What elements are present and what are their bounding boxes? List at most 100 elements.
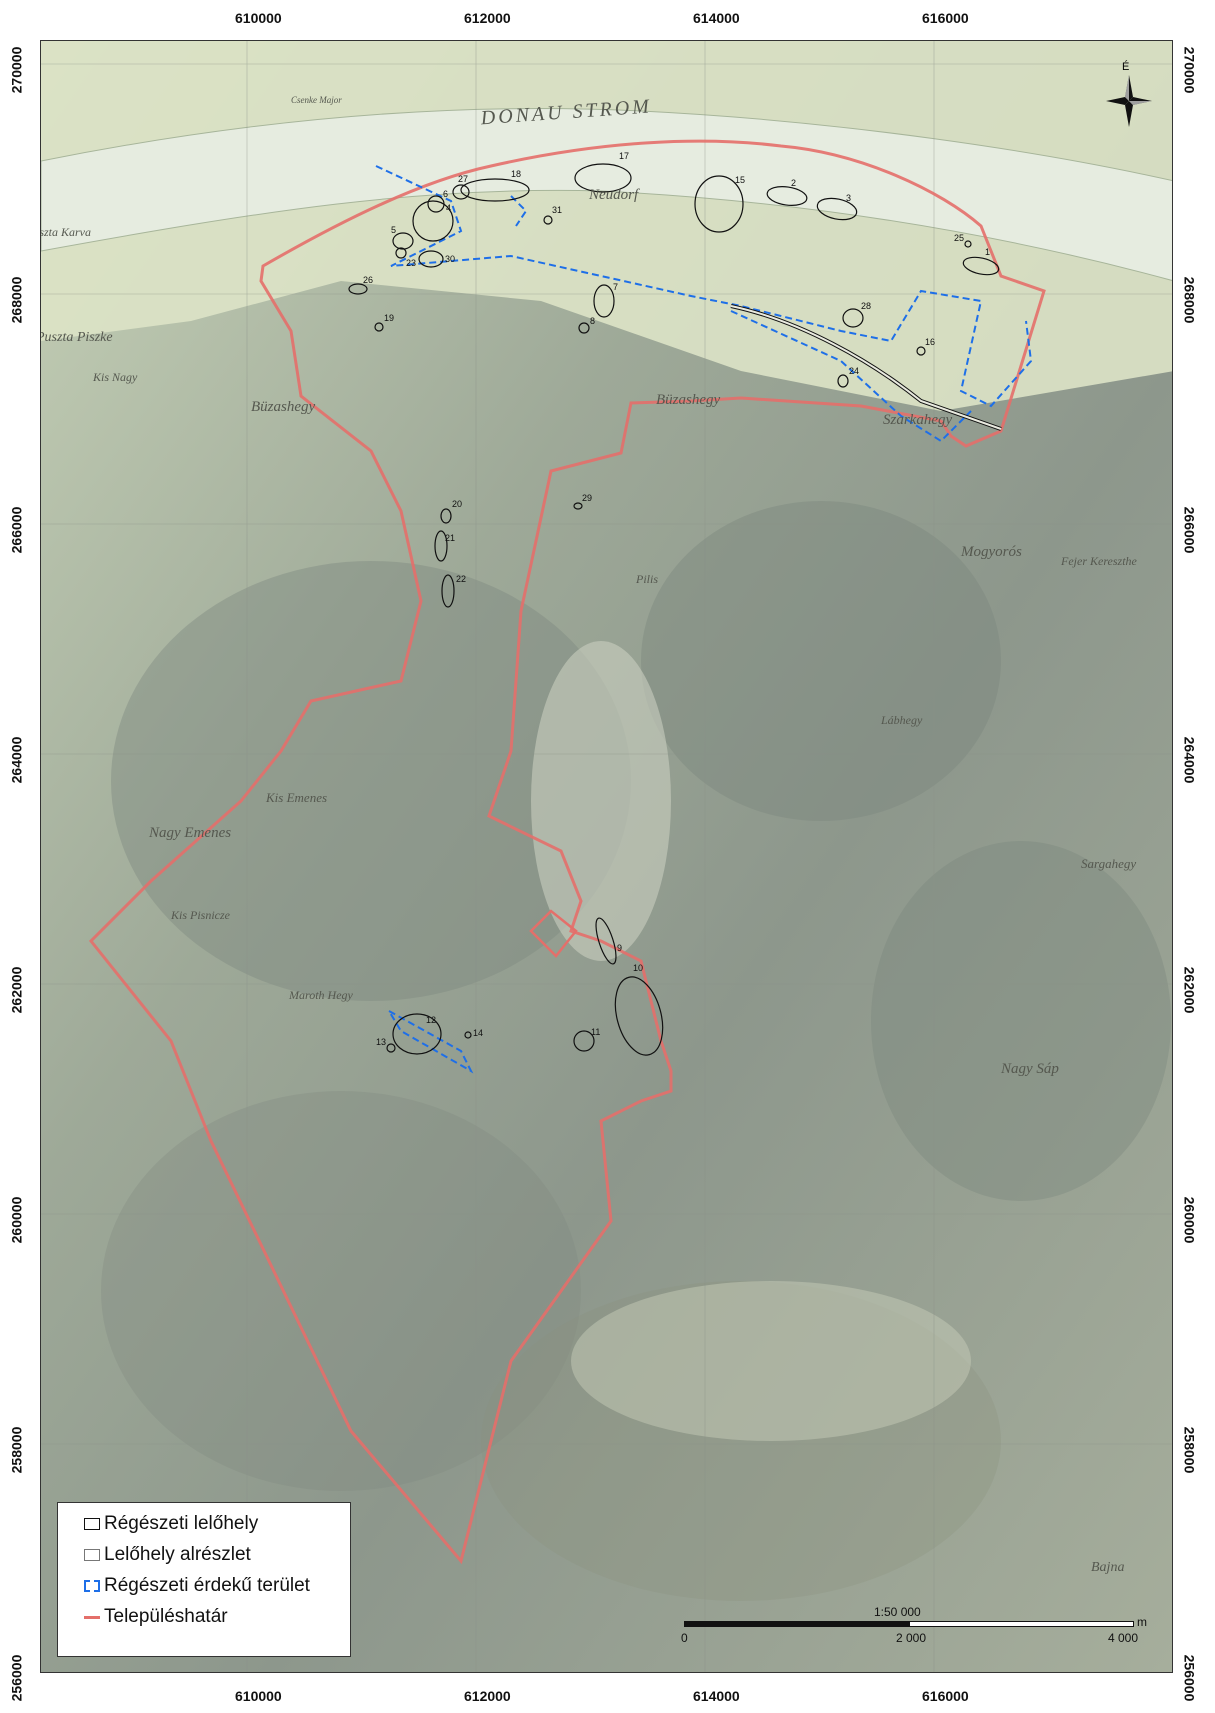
place-label-szarkahegy: Szarkahegy bbox=[883, 412, 952, 428]
danube-river bbox=[41, 107, 1172, 281]
y-tick-left-264000: 264000 bbox=[8, 736, 25, 784]
site-24 bbox=[837, 374, 849, 388]
legend-item-boundary: Településhatár bbox=[84, 1606, 228, 1628]
hill-shade bbox=[641, 501, 1001, 821]
legend-item-interest: Régészeti érdekű terület bbox=[84, 1575, 310, 1597]
place-label-labhegy: Lábhegy bbox=[880, 713, 923, 727]
compass-rose-icon bbox=[1106, 75, 1152, 127]
legend-label-site: Régészeti lelőhely bbox=[104, 1513, 259, 1534]
scale-label-0: 0 bbox=[681, 1631, 688, 1645]
site-8 bbox=[578, 322, 590, 334]
place-label-neudorf: Neudorf bbox=[588, 187, 640, 203]
site-label-25: 25 bbox=[954, 233, 964, 243]
site-25 bbox=[964, 240, 972, 248]
site-label-10: 10 bbox=[633, 963, 643, 973]
site-label-9: 9 bbox=[617, 943, 622, 953]
x-tick-top-614000: 614000 bbox=[693, 10, 740, 26]
site-11 bbox=[573, 1030, 595, 1052]
place-label-sargahegy: Sargahegy bbox=[1081, 856, 1136, 871]
archaeological-sites[interactable] bbox=[348, 163, 1000, 1060]
site-label-14: 14 bbox=[473, 1028, 483, 1038]
site-4 bbox=[412, 200, 454, 242]
place-label-nagy-sap: Nagy Sáp bbox=[1000, 1061, 1059, 1077]
site-23 bbox=[395, 247, 407, 259]
site-31 bbox=[543, 215, 553, 225]
place-label-buzashegy-east: Büzashegy bbox=[656, 392, 720, 408]
map-canvas[interactable]: 1 2 3 4 5 6 7 8 9 10 11 12 13 14 15 16 1… bbox=[41, 41, 1173, 1673]
site-27 bbox=[452, 184, 470, 200]
interest-area-corridor bbox=[730, 310, 972, 443]
site-label-2: 2 bbox=[791, 178, 796, 188]
interest-area-symbol-icon bbox=[84, 1580, 100, 1592]
site-2 bbox=[766, 186, 808, 206]
site-17 bbox=[574, 163, 632, 193]
boundary-line-icon bbox=[84, 1615, 100, 1619]
x-tick-bottom-616000: 616000 bbox=[922, 1688, 969, 1704]
site-28 bbox=[842, 308, 864, 328]
site-label-13: 13 bbox=[376, 1037, 386, 1047]
scale-bar-white bbox=[909, 1621, 1134, 1627]
site-10 bbox=[614, 976, 664, 1056]
legend-label-subsite: Lelőhely alrészlet bbox=[104, 1544, 251, 1565]
site-label-8: 8 bbox=[590, 316, 595, 326]
x-tick-top-612000: 612000 bbox=[464, 10, 511, 26]
archaeological-interest-areas[interactable] bbox=[375, 165, 1033, 1074]
site-label-12: 12 bbox=[426, 1015, 436, 1025]
scale-label-4000: 4 000 bbox=[1108, 1631, 1139, 1645]
legend-label-boundary: Településhatár bbox=[104, 1606, 228, 1627]
site-symbol-icon bbox=[84, 1518, 100, 1530]
site-label-3: 3 bbox=[846, 193, 851, 203]
site-12 bbox=[392, 1013, 442, 1055]
interest-area-south bbox=[386, 1008, 474, 1074]
site-19 bbox=[374, 322, 384, 332]
interest-area-north bbox=[375, 165, 1033, 408]
scale-unit: m bbox=[1137, 1615, 1147, 1629]
place-label-mogyoros: Mogyorós bbox=[960, 544, 1022, 560]
scale-bar-black bbox=[684, 1621, 909, 1627]
place-label-fejer-kereszthe: Fejer Kereszthe bbox=[1060, 554, 1138, 568]
site-label-31: 31 bbox=[552, 205, 562, 215]
site-label-11: 11 bbox=[591, 1027, 600, 1037]
y-tick-right-270000: 270000 bbox=[1181, 46, 1198, 94]
site-label-23: 23 bbox=[406, 258, 416, 268]
site-label-16: 16 bbox=[925, 337, 935, 347]
map-legend: Régészeti lelőhely Lelőhely alrészlet Ré… bbox=[57, 1502, 351, 1657]
x-tick-top-610000: 610000 bbox=[235, 10, 282, 26]
site-label-4: 4 bbox=[446, 203, 451, 213]
y-tick-right-266000: 266000 bbox=[1181, 506, 1198, 554]
site-label-19: 19 bbox=[384, 313, 394, 323]
subsite-symbol-icon bbox=[84, 1549, 100, 1561]
site-22 bbox=[441, 574, 455, 608]
place-label-kis-nagy: Kis Nagy bbox=[92, 370, 138, 384]
y-tick-right-256000: 256000 bbox=[1181, 1654, 1198, 1702]
x-tick-top-616000: 616000 bbox=[922, 10, 969, 26]
legend-label-interest: Régészeti érdekű terület bbox=[104, 1575, 310, 1596]
settlement-boundary[interactable] bbox=[88, 139, 1046, 1565]
site-7 bbox=[593, 284, 615, 318]
legend-item-site: Régészeti lelőhely bbox=[84, 1513, 258, 1535]
place-label-kis-emenes: Kis Emenes bbox=[265, 790, 327, 805]
site-16 bbox=[916, 346, 926, 356]
place-label-bajna: Bajna bbox=[1091, 1560, 1124, 1575]
site-label-21: 21 bbox=[445, 533, 455, 543]
site-15 bbox=[694, 175, 744, 233]
site-3 bbox=[816, 197, 858, 221]
site-9 bbox=[595, 917, 617, 965]
y-tick-right-262000: 262000 bbox=[1181, 966, 1198, 1014]
site-30 bbox=[418, 250, 444, 268]
site-label-26: 26 bbox=[363, 275, 373, 285]
y-tick-right-264000: 264000 bbox=[1181, 736, 1198, 784]
y-tick-right-268000: 268000 bbox=[1181, 276, 1198, 324]
place-label-puszta-karva: Puszta Karva bbox=[41, 225, 91, 239]
x-tick-bottom-614000: 614000 bbox=[693, 1688, 740, 1704]
site-29 bbox=[573, 502, 583, 510]
place-label-pilis: Pilis bbox=[635, 572, 658, 586]
coordinate-grid bbox=[41, 41, 1172, 1672]
interest-area-small bbox=[510, 195, 528, 227]
y-tick-left-258000: 258000 bbox=[8, 1426, 25, 1474]
site-label-20: 20 bbox=[452, 499, 462, 509]
scale-label-2000: 2 000 bbox=[896, 1631, 927, 1645]
site-number-labels: 1 2 3 4 5 6 7 8 9 10 11 12 13 14 15 16 1… bbox=[363, 151, 990, 1047]
boundary-enclave bbox=[529, 909, 578, 958]
site-label-18: 18 bbox=[511, 169, 521, 179]
